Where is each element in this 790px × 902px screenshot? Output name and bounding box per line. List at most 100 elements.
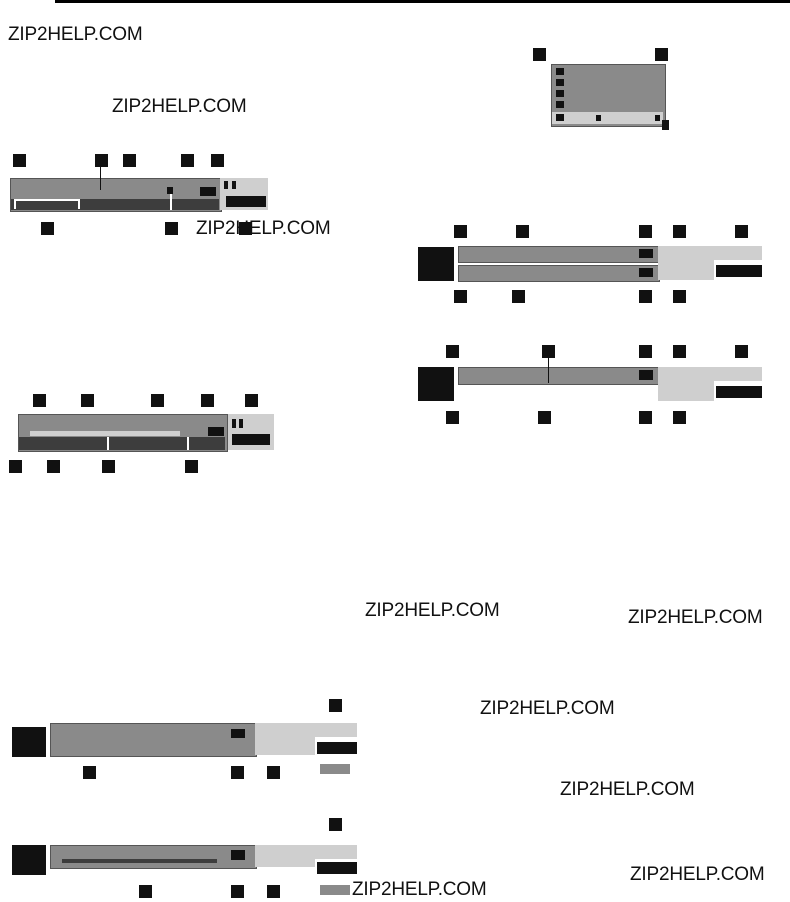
callout-marker xyxy=(9,460,22,473)
right-arrow-icon xyxy=(655,115,660,121)
callout-marker xyxy=(41,222,54,235)
callout-marker xyxy=(533,48,546,61)
pause-icon xyxy=(232,419,236,428)
callout-marker xyxy=(267,766,280,779)
callout-marker xyxy=(245,394,258,407)
status-row xyxy=(458,367,660,385)
status-row xyxy=(50,845,257,869)
cursor-icon xyxy=(662,120,669,130)
callout-leader xyxy=(548,357,549,383)
side-box-button xyxy=(317,862,357,874)
status-bar-lower xyxy=(19,437,225,450)
progress-track xyxy=(30,431,180,436)
status-row-1 xyxy=(458,246,660,263)
disc-icon xyxy=(418,247,454,281)
callout-marker xyxy=(673,411,686,424)
status-bar-lower xyxy=(11,199,219,210)
pause-icon xyxy=(239,419,243,428)
callout-marker xyxy=(735,345,748,358)
stop-icon xyxy=(231,850,245,860)
watermark-text: ZIP2HELP.COM xyxy=(8,24,143,45)
callout-marker xyxy=(201,394,214,407)
side-box-button xyxy=(716,265,762,277)
callout-marker xyxy=(13,154,26,167)
bar-bracket xyxy=(14,199,16,209)
side-box-button xyxy=(226,196,266,207)
bar-bracket xyxy=(78,199,80,209)
side-box xyxy=(714,367,762,381)
watermark-text: ZIP2HELP.COM xyxy=(480,698,615,719)
menu-item-icon xyxy=(556,90,564,97)
side-box xyxy=(315,723,357,737)
menu-item-icon xyxy=(556,79,564,86)
callout-marker xyxy=(446,411,459,424)
status-row xyxy=(50,723,257,757)
callout-marker xyxy=(181,154,194,167)
play-icon xyxy=(208,427,224,436)
callout-marker xyxy=(735,225,748,238)
stop-icon xyxy=(231,729,245,738)
callout-marker xyxy=(673,225,686,238)
play-icon xyxy=(639,268,653,277)
disc-icon xyxy=(418,367,454,401)
bar-divider xyxy=(107,437,109,450)
callout-marker xyxy=(673,290,686,303)
callout-marker xyxy=(639,225,652,238)
bar-divider xyxy=(170,188,172,210)
callout-marker xyxy=(102,460,115,473)
callout-marker xyxy=(151,394,164,407)
watermark-text: ZIP2HELP.COM xyxy=(196,218,331,239)
side-box xyxy=(714,246,762,260)
callout-marker xyxy=(211,154,224,167)
callout-marker xyxy=(231,885,244,898)
callout-marker xyxy=(673,345,686,358)
callout-marker xyxy=(655,48,668,61)
callout-marker xyxy=(512,290,525,303)
watermark-text: ZIP2HELP.COM xyxy=(352,879,487,900)
callout-marker xyxy=(639,290,652,303)
side-box xyxy=(315,845,357,859)
callout-marker xyxy=(139,885,152,898)
side-box-button xyxy=(716,386,762,398)
callout-marker xyxy=(185,460,198,473)
callout-marker xyxy=(165,222,178,235)
page-top-rule xyxy=(55,0,790,3)
menu-scroll-row xyxy=(552,112,663,124)
menu-item-icon xyxy=(556,114,564,121)
side-box-button xyxy=(232,434,270,445)
progress-track xyxy=(62,859,217,863)
side-area xyxy=(255,723,315,755)
callout-marker xyxy=(329,699,342,712)
play-icon xyxy=(200,187,216,196)
callout-marker xyxy=(267,885,280,898)
callout-marker xyxy=(81,394,94,407)
callout-marker xyxy=(95,154,108,167)
side-area xyxy=(658,246,714,280)
pause-icon xyxy=(232,181,236,189)
callout-marker xyxy=(231,766,244,779)
left-arrow-icon xyxy=(596,115,601,121)
side-area xyxy=(255,845,315,867)
callout-marker xyxy=(639,345,652,358)
callout-marker xyxy=(83,766,96,779)
callout-marker xyxy=(454,225,467,238)
callout-marker xyxy=(123,154,136,167)
watermark-text: ZIP2HELP.COM xyxy=(560,779,695,800)
pause-icon xyxy=(224,181,228,189)
status-row-2 xyxy=(458,265,660,282)
stop-icon xyxy=(639,249,653,258)
watermark-text: ZIP2HELP.COM xyxy=(630,864,765,885)
menu-item-icon xyxy=(556,101,564,108)
watermark-text: ZIP2HELP.COM xyxy=(365,600,500,621)
watermark-text: ZIP2HELP.COM xyxy=(112,96,247,117)
disc-icon xyxy=(12,845,46,875)
stop-icon xyxy=(639,370,653,380)
side-area xyxy=(658,367,714,401)
menu-item-icon xyxy=(556,68,564,75)
callout-marker xyxy=(639,411,652,424)
callout-leader xyxy=(100,166,101,190)
side-box-button xyxy=(317,742,357,754)
small-label-box xyxy=(320,885,350,895)
small-label-box xyxy=(320,764,350,774)
small-indicator-icon xyxy=(167,187,173,194)
